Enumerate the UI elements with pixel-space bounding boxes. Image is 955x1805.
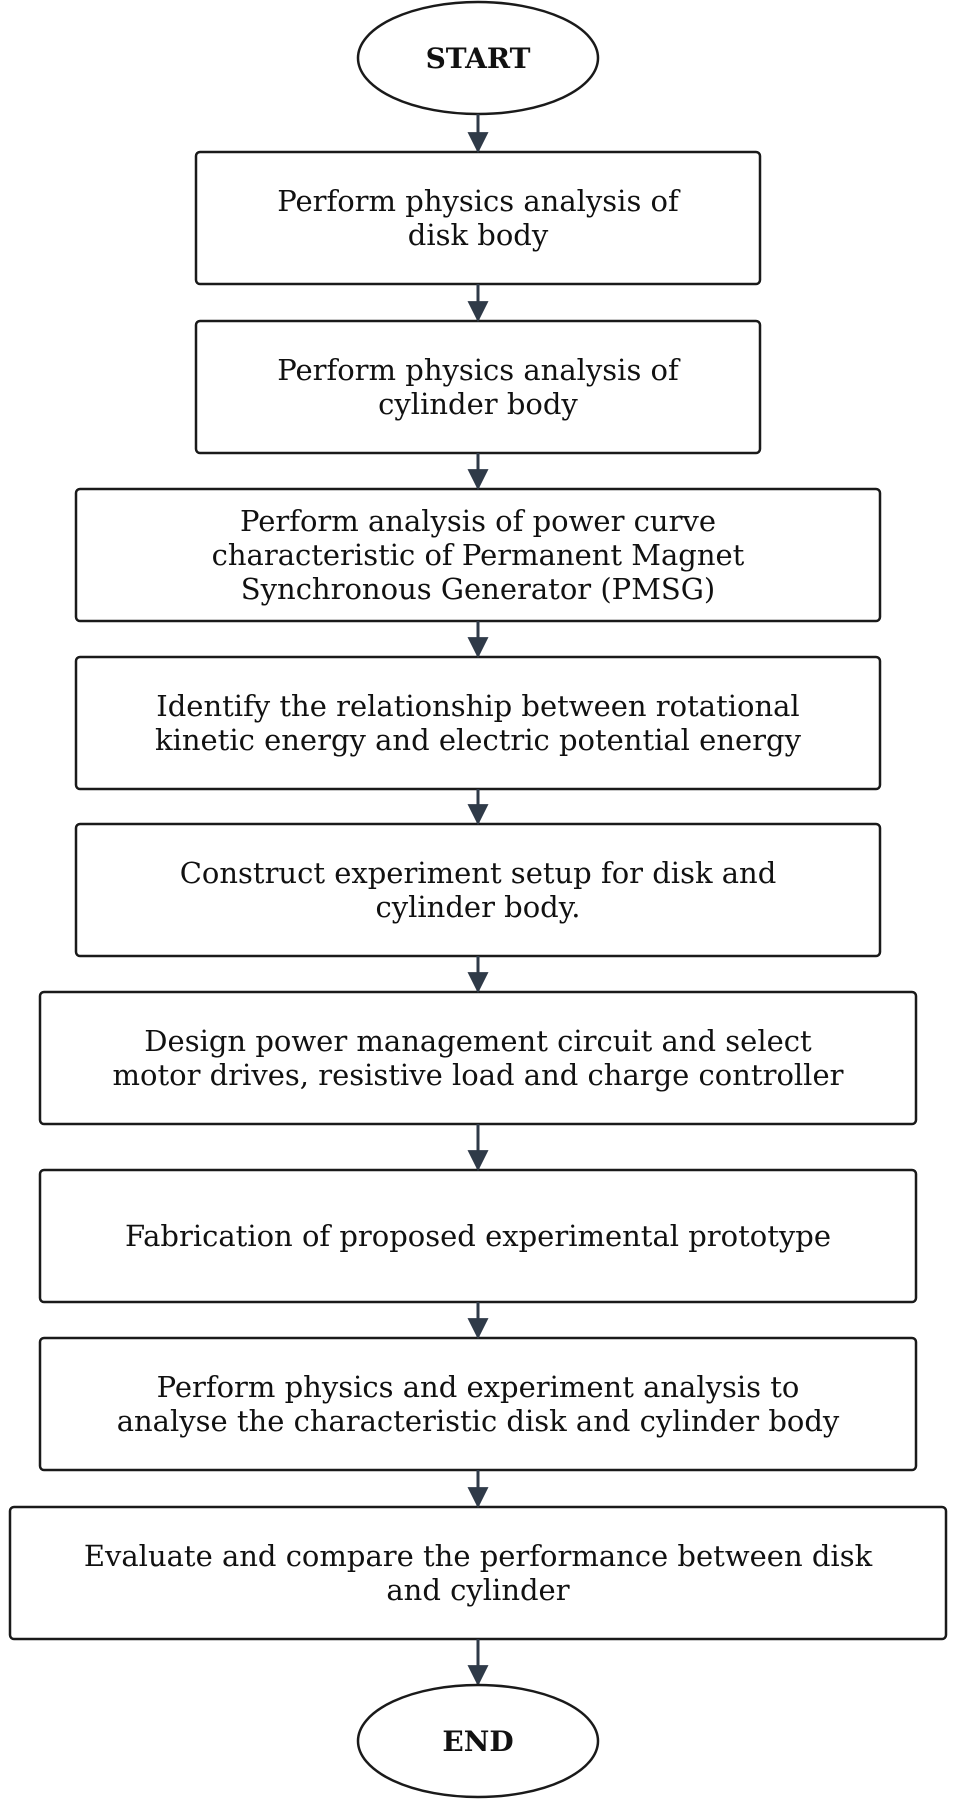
end-terminal: END <box>356 1683 600 1799</box>
process-step-text: Perform physics analysis of <box>277 353 681 387</box>
start-terminal: START <box>356 0 600 116</box>
process-step: Identify the relationship between rotati… <box>74 655 882 791</box>
process-step-text: cylinder body. <box>376 890 581 924</box>
process-step: Design power management circuit and sele… <box>38 990 918 1126</box>
process-step-text: characteristic of Permanent Magnet <box>212 538 745 572</box>
start-label: START <box>426 42 531 75</box>
process-step-text: Evaluate and compare the performance bet… <box>84 1539 873 1573</box>
process-step-text: kinetic energy and electric potential en… <box>155 723 802 757</box>
process-step-text: Perform physics analysis of <box>277 184 681 218</box>
process-step-text: analyse the characteristic disk and cyli… <box>117 1404 840 1438</box>
process-step: Perform physics and experiment analysis … <box>38 1336 918 1472</box>
process-step-text: Fabrication of proposed experimental pro… <box>125 1219 831 1253</box>
process-step-text: Identify the relationship between rotati… <box>156 689 799 723</box>
process-step: Perform analysis of power curvecharacter… <box>74 487 882 623</box>
end-label: END <box>442 1725 513 1758</box>
process-step: Construct experiment setup for disk andc… <box>74 822 882 958</box>
process-step-text: Construct experiment setup for disk and <box>180 856 777 890</box>
process-step: Evaluate and compare the performance bet… <box>8 1505 948 1641</box>
process-step-text: motor drives, resistive load and charge … <box>113 1058 844 1092</box>
process-step: Fabrication of proposed experimental pro… <box>38 1168 918 1304</box>
process-step-text: Design power management circuit and sele… <box>144 1024 812 1058</box>
end-ellipse <box>356 1683 600 1799</box>
process-step-text: Synchronous Generator (PMSG) <box>241 572 715 606</box>
process-step-text: cylinder body <box>378 387 578 421</box>
process-step-text: Perform analysis of power curve <box>240 504 716 538</box>
process-step-text: Perform physics and experiment analysis … <box>157 1370 800 1404</box>
process-step-text: and cylinder <box>386 1573 569 1607</box>
process-step-text: disk body <box>408 218 549 252</box>
